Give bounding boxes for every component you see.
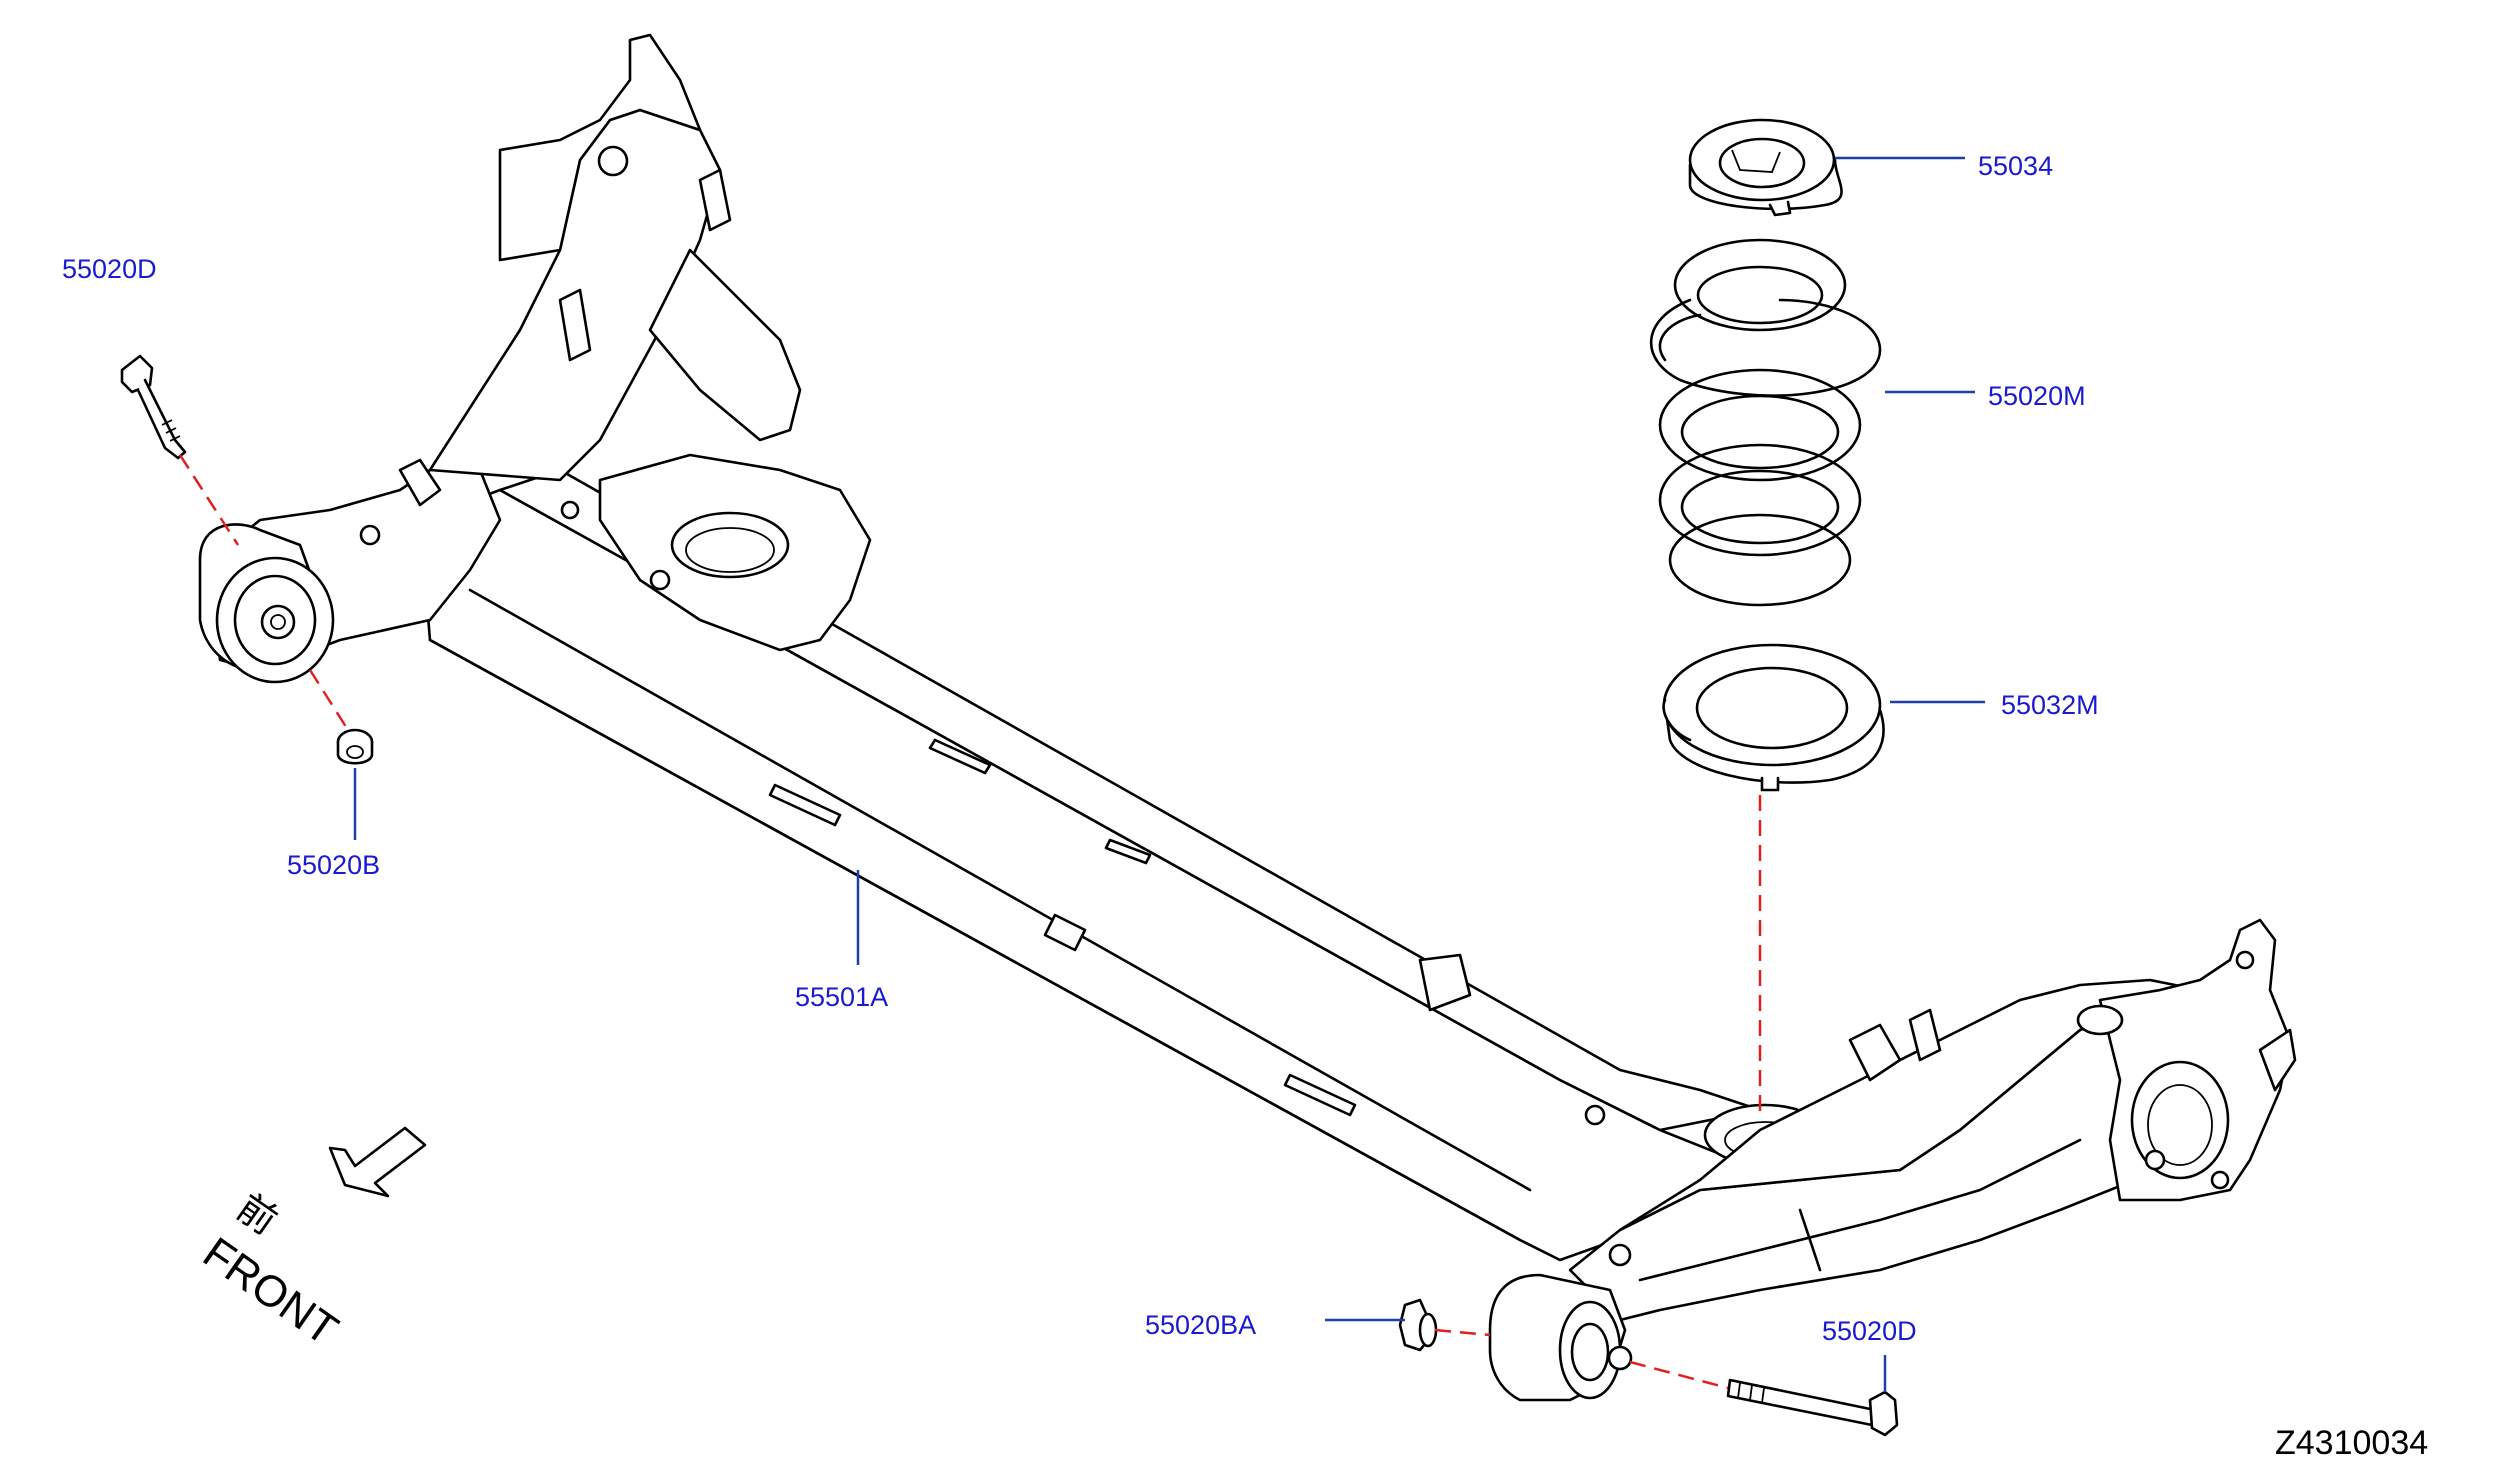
bolt-right-drawing bbox=[1726, 1378, 1899, 1437]
label-beam-axle: 55501A bbox=[795, 982, 888, 1012]
front-label: FRONT bbox=[194, 1228, 346, 1355]
spring-upper-seat-drawing bbox=[1688, 118, 1843, 217]
front-direction-indicator: 前 FRONT bbox=[194, 1126, 427, 1355]
label-nut-left: 55020B bbox=[287, 850, 380, 880]
bolt-left-drawing bbox=[120, 354, 187, 460]
spring-lower-seat-drawing bbox=[1662, 643, 1885, 792]
label-spring-lower-seat: 55032M bbox=[2001, 690, 2099, 720]
label-nut-right: 55020BA bbox=[1145, 1310, 1256, 1340]
left-bushing bbox=[198, 523, 335, 684]
leader-lines bbox=[353, 156, 1985, 1392]
label-coil-spring: 55020M bbox=[1988, 381, 2086, 411]
alignment-lines bbox=[178, 454, 1762, 1390]
label-bolt-right: 55020D bbox=[1822, 1316, 1917, 1346]
nut-right-drawing bbox=[1398, 1298, 1438, 1352]
coil-spring-drawing bbox=[1649, 238, 1882, 607]
right-bushing bbox=[1488, 1273, 1633, 1402]
nut-left-drawing bbox=[336, 728, 374, 765]
beam-axle-drawing bbox=[198, 33, 2297, 1402]
front-kanji: 前 bbox=[229, 1186, 285, 1244]
diagram-code: Z4310034 bbox=[2275, 1424, 2428, 1462]
front-arrow-icon bbox=[328, 1126, 427, 1198]
label-spring-upper-seat: 55034 bbox=[1978, 151, 2053, 181]
label-bolt-left: 55020D bbox=[62, 254, 157, 284]
